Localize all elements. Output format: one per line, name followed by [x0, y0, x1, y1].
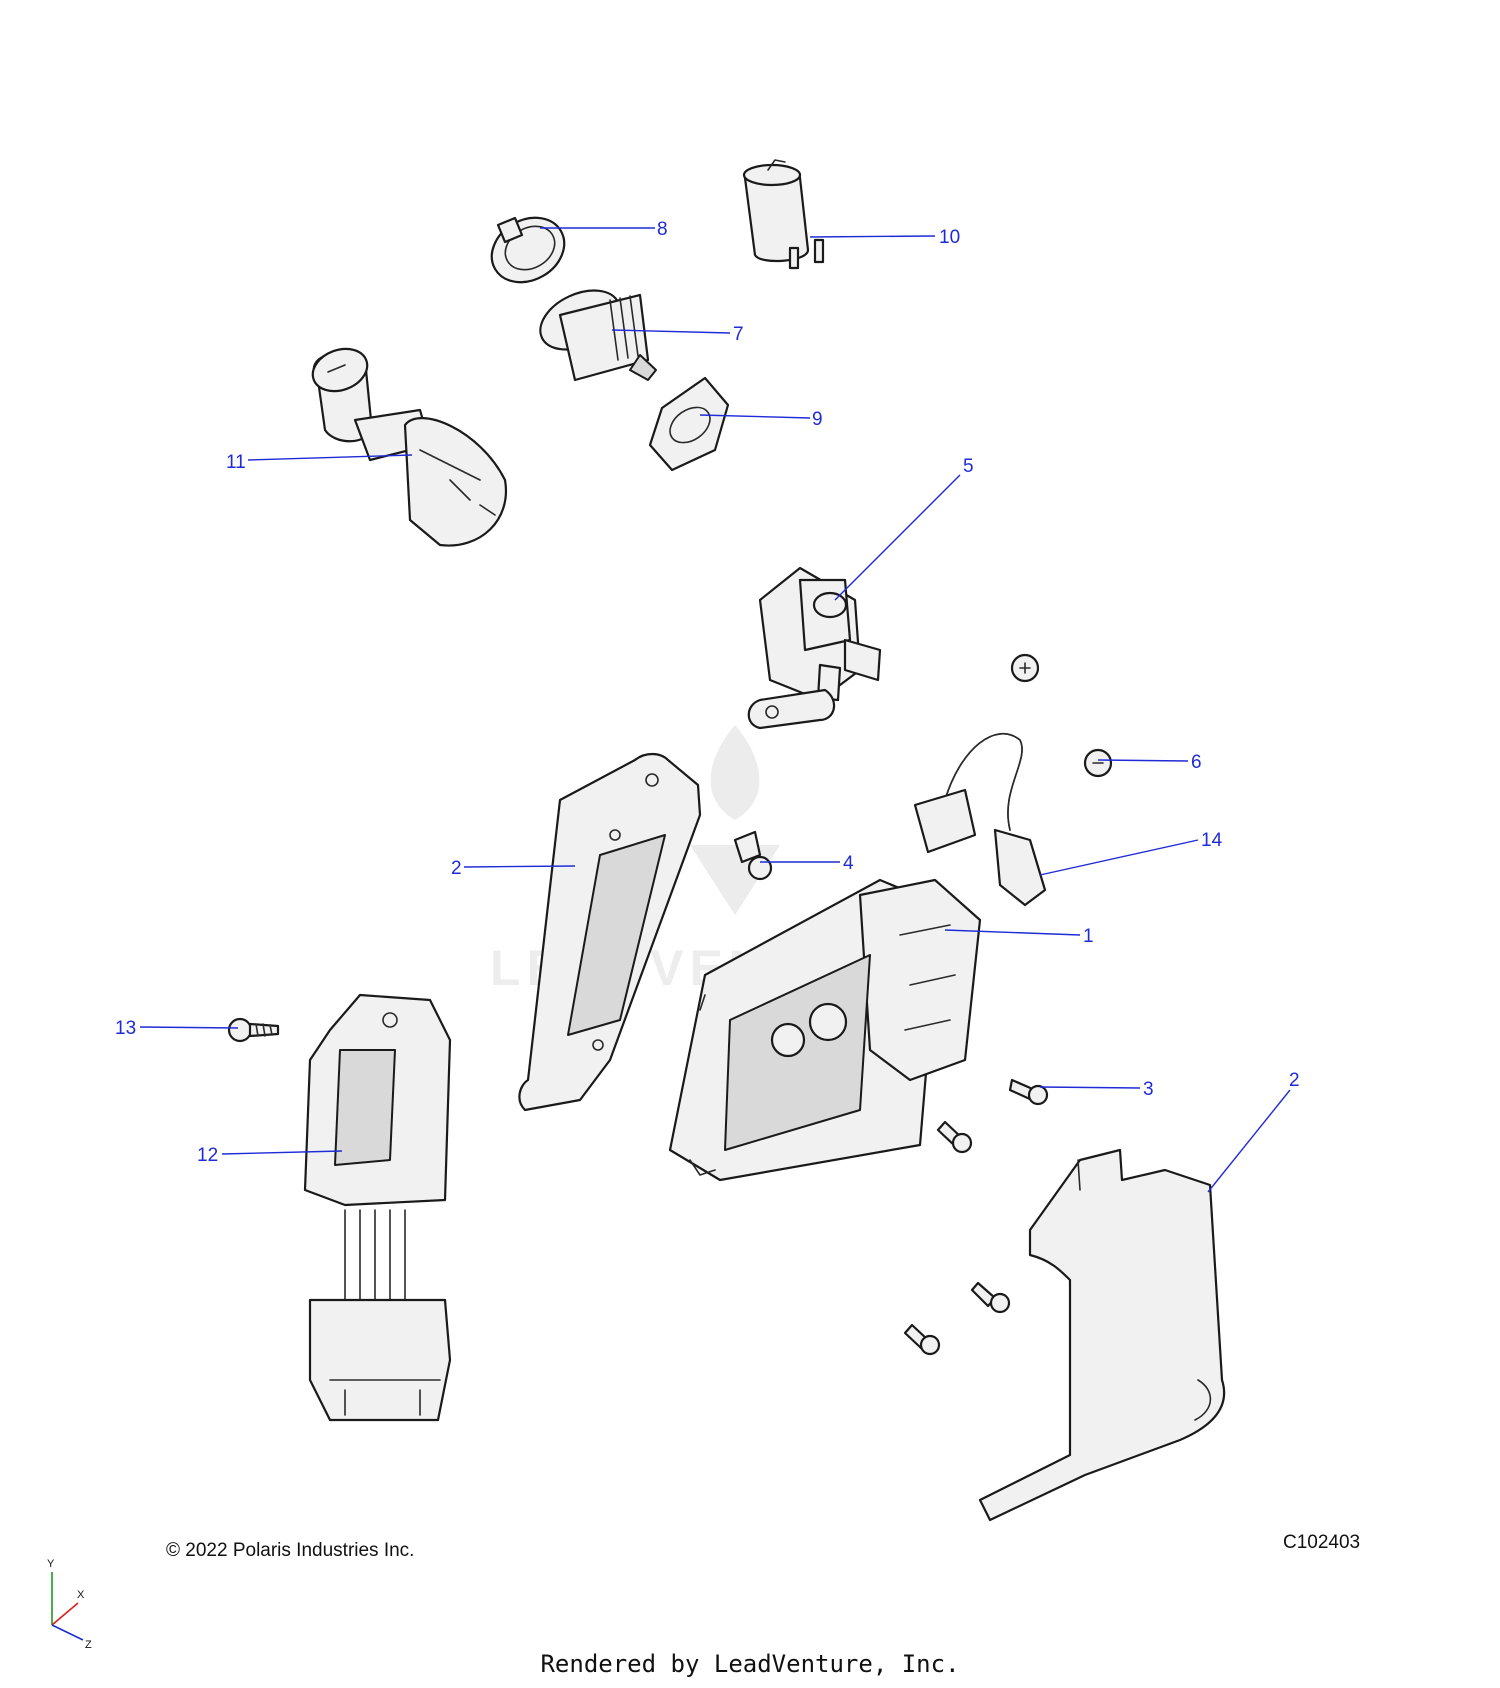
- part-6-screw-upper[interactable]: [1010, 653, 1040, 683]
- leader-5: [834, 474, 961, 601]
- part-11-ignition-switch[interactable]: [307, 342, 508, 547]
- callout-5[interactable]: 5: [963, 456, 974, 477]
- callout-3[interactable]: 3: [1143, 1079, 1154, 1100]
- leader-7: [611, 329, 731, 334]
- callout-14[interactable]: 14: [1201, 830, 1223, 851]
- part-13-screw[interactable]: [227, 1017, 280, 1043]
- reference-code: C102403: [1283, 1532, 1361, 1553]
- callout-8[interactable]: 8: [657, 219, 668, 240]
- leader-2b: [1207, 1089, 1291, 1193]
- callout-6[interactable]: 6: [1191, 752, 1202, 773]
- callout-2b[interactable]: 2: [1289, 1070, 1300, 1091]
- callout-9[interactable]: 9: [812, 409, 823, 430]
- callout-11[interactable]: 11: [226, 452, 246, 473]
- part-7-socket[interactable]: [531, 279, 657, 382]
- part-3-screw-b[interactable]: [936, 1120, 973, 1154]
- leader-1: [944, 929, 1081, 936]
- callout-7[interactable]: 7: [733, 324, 744, 345]
- callout-10[interactable]: 10: [939, 227, 960, 248]
- part-6-screw-lower[interactable]: [1083, 748, 1113, 778]
- part-5-relay[interactable]: [747, 566, 882, 730]
- leader-10: [809, 235, 936, 238]
- copyright-text: © 2022 Polaris Industries Inc.: [166, 1540, 415, 1561]
- part-3-screw-d[interactable]: [903, 1323, 941, 1356]
- callout-4[interactable]: 4: [843, 853, 854, 874]
- part-12-voltage-regulator[interactable]: [303, 993, 452, 1422]
- leader-3: [1039, 1086, 1141, 1089]
- callout-2a[interactable]: 2: [451, 858, 462, 879]
- leader-9: [699, 414, 811, 419]
- axis-x-label: X: [77, 1589, 85, 1601]
- callout-1[interactable]: 1: [1083, 926, 1094, 947]
- leader-13: [139, 1026, 239, 1029]
- callout-labels: 10 8 7 9 11 5 6 14 2 4 1 3 2 13 12: [115, 219, 1300, 1166]
- part-8-bezel-ring[interactable]: [480, 205, 576, 295]
- part-3-screw-a[interactable]: [1008, 1078, 1049, 1106]
- part-3-screw-c[interactable]: [970, 1281, 1011, 1314]
- callout-12[interactable]: 12: [197, 1145, 218, 1166]
- leader-lines: [139, 227, 1291, 1193]
- axis-triad: Y X Z: [47, 1558, 92, 1651]
- part-9-nut[interactable]: [648, 376, 730, 472]
- part-1-ecu-module[interactable]: [668, 878, 982, 1182]
- leader-2a: [463, 865, 576, 868]
- rendered-by-text: Rendered by LeadVenture, Inc.: [540, 1650, 960, 1678]
- callout-13[interactable]: 13: [115, 1018, 136, 1039]
- leader-11: [247, 454, 413, 461]
- part-2-gasket-left[interactable]: [518, 752, 702, 1112]
- axis-z-label: Z: [85, 1639, 92, 1651]
- leader-14: [1039, 839, 1199, 876]
- part-10-cylinder[interactable]: [742, 159, 825, 270]
- leader-12: [221, 1150, 343, 1155]
- leader-6: [1097, 759, 1189, 762]
- part-14-pigtail-harness[interactable]: [913, 733, 1047, 907]
- axis-y-label: Y: [47, 1558, 55, 1570]
- part-2-cover-right[interactable]: [978, 1148, 1226, 1522]
